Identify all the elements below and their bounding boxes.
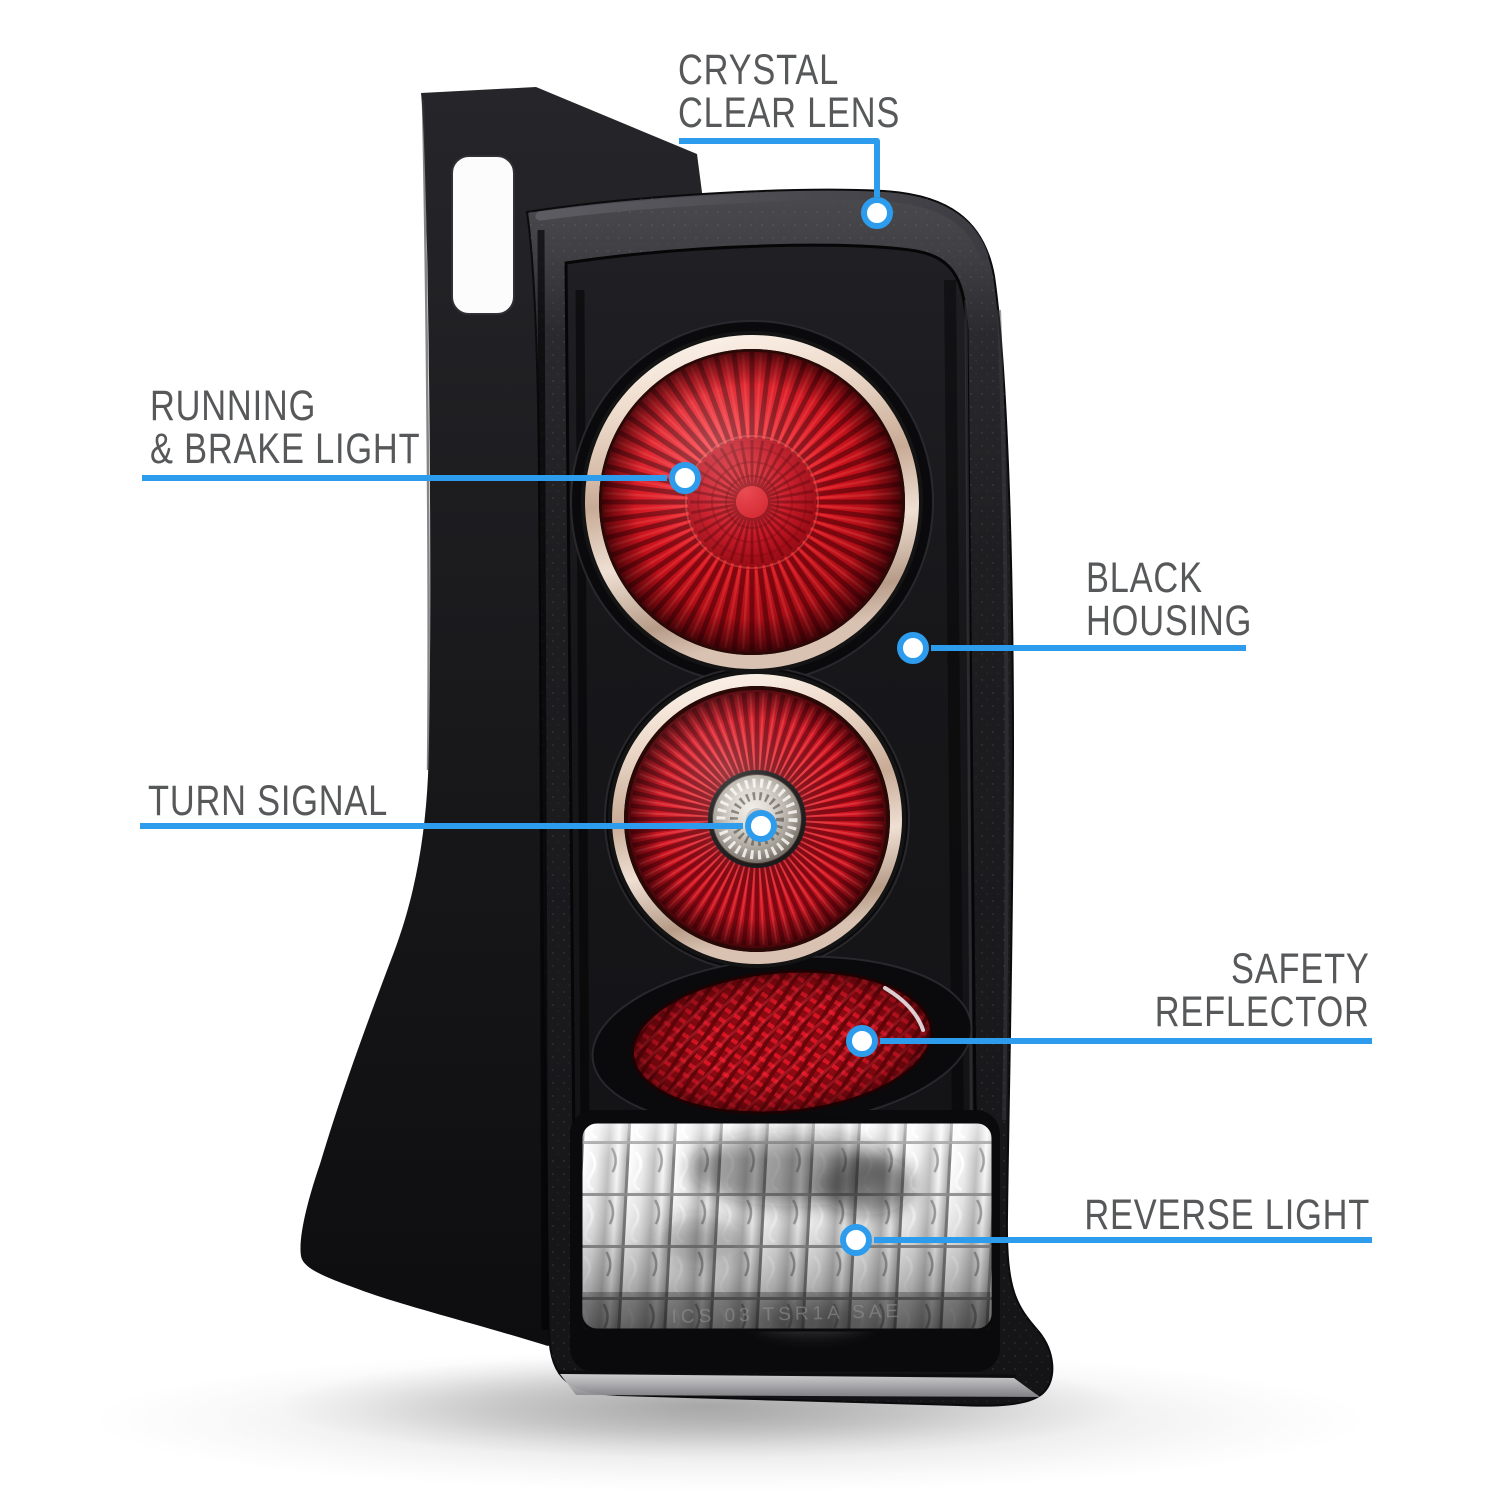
callout-dot-reverse-light: [840, 1224, 872, 1256]
callout-dots: [669, 197, 929, 1256]
callout-label-reverse-light: REVERSE LIGHT: [1084, 1194, 1370, 1237]
callout-line-crystal-clear-lens: [679, 138, 880, 197]
callout-label-line: SAFETY: [1231, 945, 1370, 993]
callout-dot-black-housing: [897, 632, 929, 664]
callout-label-running-brake-light: RUNNING & BRAKE LIGHT: [150, 385, 420, 471]
safety-reflector-lens: [630, 969, 934, 1115]
callout-label-line: REFLECTOR: [1155, 988, 1370, 1036]
reverse-light-lens: ICS 03 TSR1A SAE: [579, 1120, 995, 1332]
callout-label-line: TURN SIGNAL: [148, 777, 389, 825]
callout-label-turn-signal: TURN SIGNAL: [148, 780, 388, 823]
callout-dot-crystal-clear-lens: [861, 197, 893, 229]
running-brake-lens: [581, 331, 923, 673]
callout-label-black-housing: BLACK HOUSING: [1086, 557, 1252, 643]
chrome-ring: [612, 674, 902, 964]
callout-label-line: HOUSING: [1086, 597, 1253, 645]
callout-label-crystal-clear-lens: CRYSTAL CLEAR LENS: [678, 49, 900, 135]
callout-label-line: CLEAR LENS: [678, 89, 901, 137]
callout-label-line: BLACK: [1086, 554, 1203, 602]
chrome-ring: [585, 335, 919, 669]
callout-label-line: REVERSE LIGHT: [1084, 1191, 1370, 1239]
callout-label-line: RUNNING: [150, 382, 317, 430]
callout-lines: [140, 138, 1372, 1243]
housing-bottom-lip: [560, 1374, 1040, 1397]
callout-label-line: CRYSTAL: [678, 46, 840, 94]
callout-dot-safety-reflector: [846, 1025, 878, 1057]
callout-dot-turn-signal: [745, 810, 777, 842]
callout-dot-running-brake-light: [669, 462, 701, 494]
callout-label-safety-reflector: SAFETY REFLECTOR: [1155, 948, 1370, 1034]
callout-label-line: & BRAKE LIGHT: [150, 425, 421, 473]
bracket-slot-hole: [451, 155, 515, 315]
bottom-seam-line: [557, 1370, 1017, 1378]
